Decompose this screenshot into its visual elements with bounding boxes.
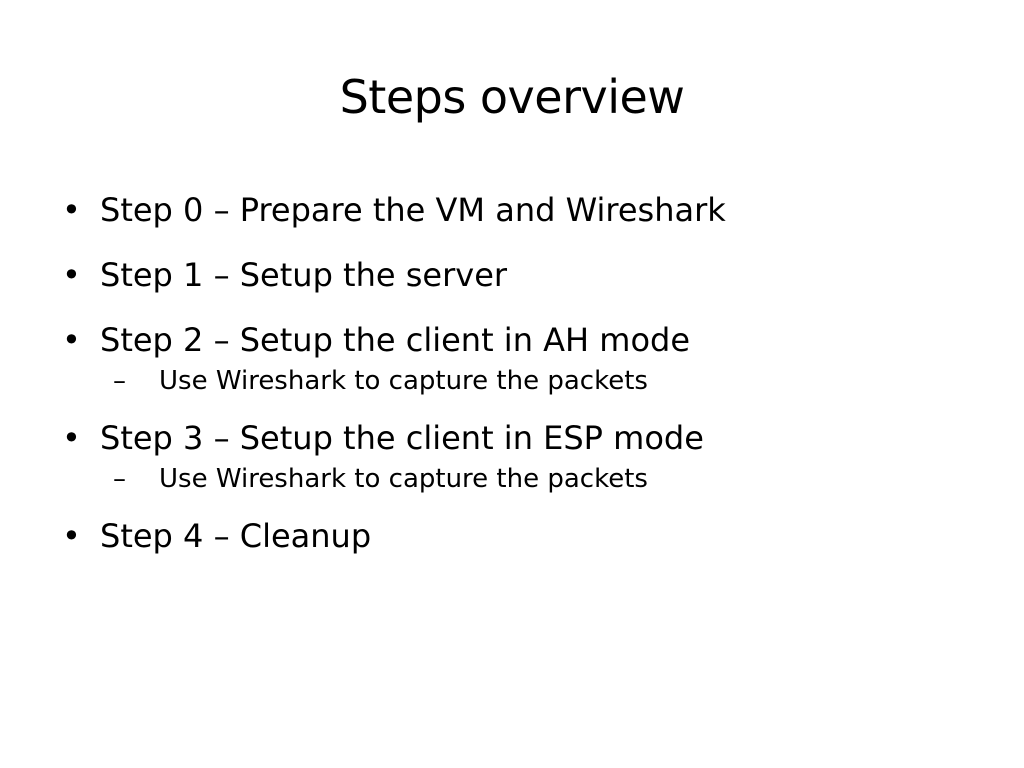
sub-item-capture-esp: – Use Wireshark to capture the packets [113,462,980,496]
sub-list: – Use Wireshark to capture the packets [100,364,980,398]
list-item-text: Step 2 – Setup the client in AH mode [100,321,691,359]
list-item-step-2: • Step 2 – Setup the client in AH mode –… [60,320,980,398]
list-item-text: Step 4 – Cleanup [100,517,372,555]
bullet-glyph: • [62,517,81,555]
bullet-list: • Step 0 – Prepare the VM and Wireshark … [60,190,980,581]
list-item-text: Step 3 – Setup the client in ESP mode [100,419,704,457]
sub-item-capture-ah: – Use Wireshark to capture the packets [113,364,980,398]
bullet-glyph: • [62,256,81,294]
list-item-text: Step 0 – Prepare the VM and Wireshark [100,191,726,229]
sub-item-text: Use Wireshark to capture the packets [159,464,648,494]
sub-list: – Use Wireshark to capture the packets [100,462,980,496]
bullet-glyph: • [62,419,81,457]
list-item-step-1: • Step 1 – Setup the server [60,255,980,295]
bullet-glyph: • [62,191,81,229]
list-item-step-4: • Step 4 – Cleanup [60,516,980,556]
bullet-glyph: • [62,321,81,359]
list-item-step-0: • Step 0 – Prepare the VM and Wireshark [60,190,980,230]
dash-glyph: – [113,366,126,396]
sub-item-text: Use Wireshark to capture the packets [159,366,648,396]
list-item-step-3: • Step 3 – Setup the client in ESP mode … [60,418,980,496]
dash-glyph: – [113,464,126,494]
slide-title: Steps overview [339,70,685,124]
list-item-text: Step 1 – Setup the server [100,256,508,294]
